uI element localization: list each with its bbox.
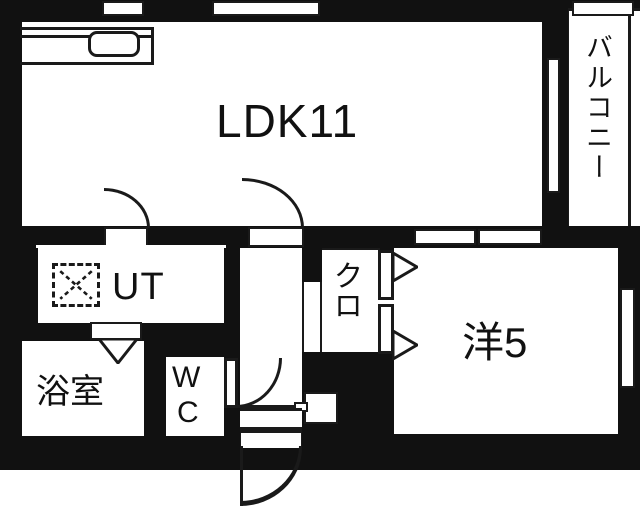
room-label-western: 洋5 <box>462 319 528 366</box>
room-label-closet-redraw: クロ <box>328 260 362 320</box>
room-closet-redraw <box>322 250 380 352</box>
hall-divider-b <box>238 430 304 433</box>
balcony-floor <box>566 8 640 236</box>
door-marker-bath-redraw <box>98 338 138 364</box>
door-opening-ldk-hall <box>248 227 304 247</box>
wall-outer-top <box>0 0 640 22</box>
kitchen-counter-bottom-edge <box>20 62 154 65</box>
room-label-balcony: バルコニー <box>582 33 612 183</box>
window-top-center <box>212 1 320 16</box>
kitchen-counter-mid-edge <box>20 35 154 38</box>
closet-door-panel-lower-redraw <box>378 304 394 354</box>
window-western-right <box>620 288 635 388</box>
window-top-left <box>102 1 144 16</box>
entrance-door-jamb-redraw <box>240 446 243 504</box>
door-opening-ut-hall <box>104 227 148 247</box>
room-label-wc-w: W <box>172 361 201 394</box>
window-top-right <box>572 1 634 16</box>
kitchen-sink <box>88 31 140 57</box>
wall-ut-left-top <box>20 248 38 326</box>
wall-western-bottom <box>394 434 640 470</box>
wall-bath-bottom <box>20 436 224 450</box>
window-mid-right-b <box>478 229 542 245</box>
kitchen-counter-right-edge <box>151 27 154 65</box>
room-label-ldk: LDK11 <box>216 95 359 147</box>
balcony-frame-inner <box>628 8 631 236</box>
hall-edge-right <box>301 248 304 448</box>
shoe-cabinet-redraw <box>304 392 338 424</box>
window-balcony-slider <box>547 58 560 193</box>
entrance-door-slab-redraw <box>240 408 302 430</box>
closet-edge-top <box>320 248 380 251</box>
wall-hall-right-upper <box>302 248 322 282</box>
entrance-door-arc-redraw <box>240 446 302 504</box>
closet-fold-marker-upper-redraw <box>392 252 418 282</box>
hall-divider-a-redraw <box>240 405 302 408</box>
room-wc <box>166 356 224 436</box>
kitchen-counter-top-edge <box>20 27 154 30</box>
room-label-wc-c: C <box>177 396 199 429</box>
room-label-bath: 浴室 <box>36 373 104 411</box>
closet-edge-left <box>320 248 323 354</box>
room-label-ut: UT <box>112 266 165 308</box>
room-western <box>394 248 618 436</box>
washing-machine-pan <box>52 263 100 307</box>
wall-ut-right <box>224 248 240 448</box>
wall-bath-left <box>0 248 22 448</box>
wall-wc-top <box>166 341 226 357</box>
wall-bath-wc <box>144 341 166 448</box>
window-mid-right-a <box>414 229 476 245</box>
closet-fold-marker-lower-redraw <box>392 330 418 360</box>
